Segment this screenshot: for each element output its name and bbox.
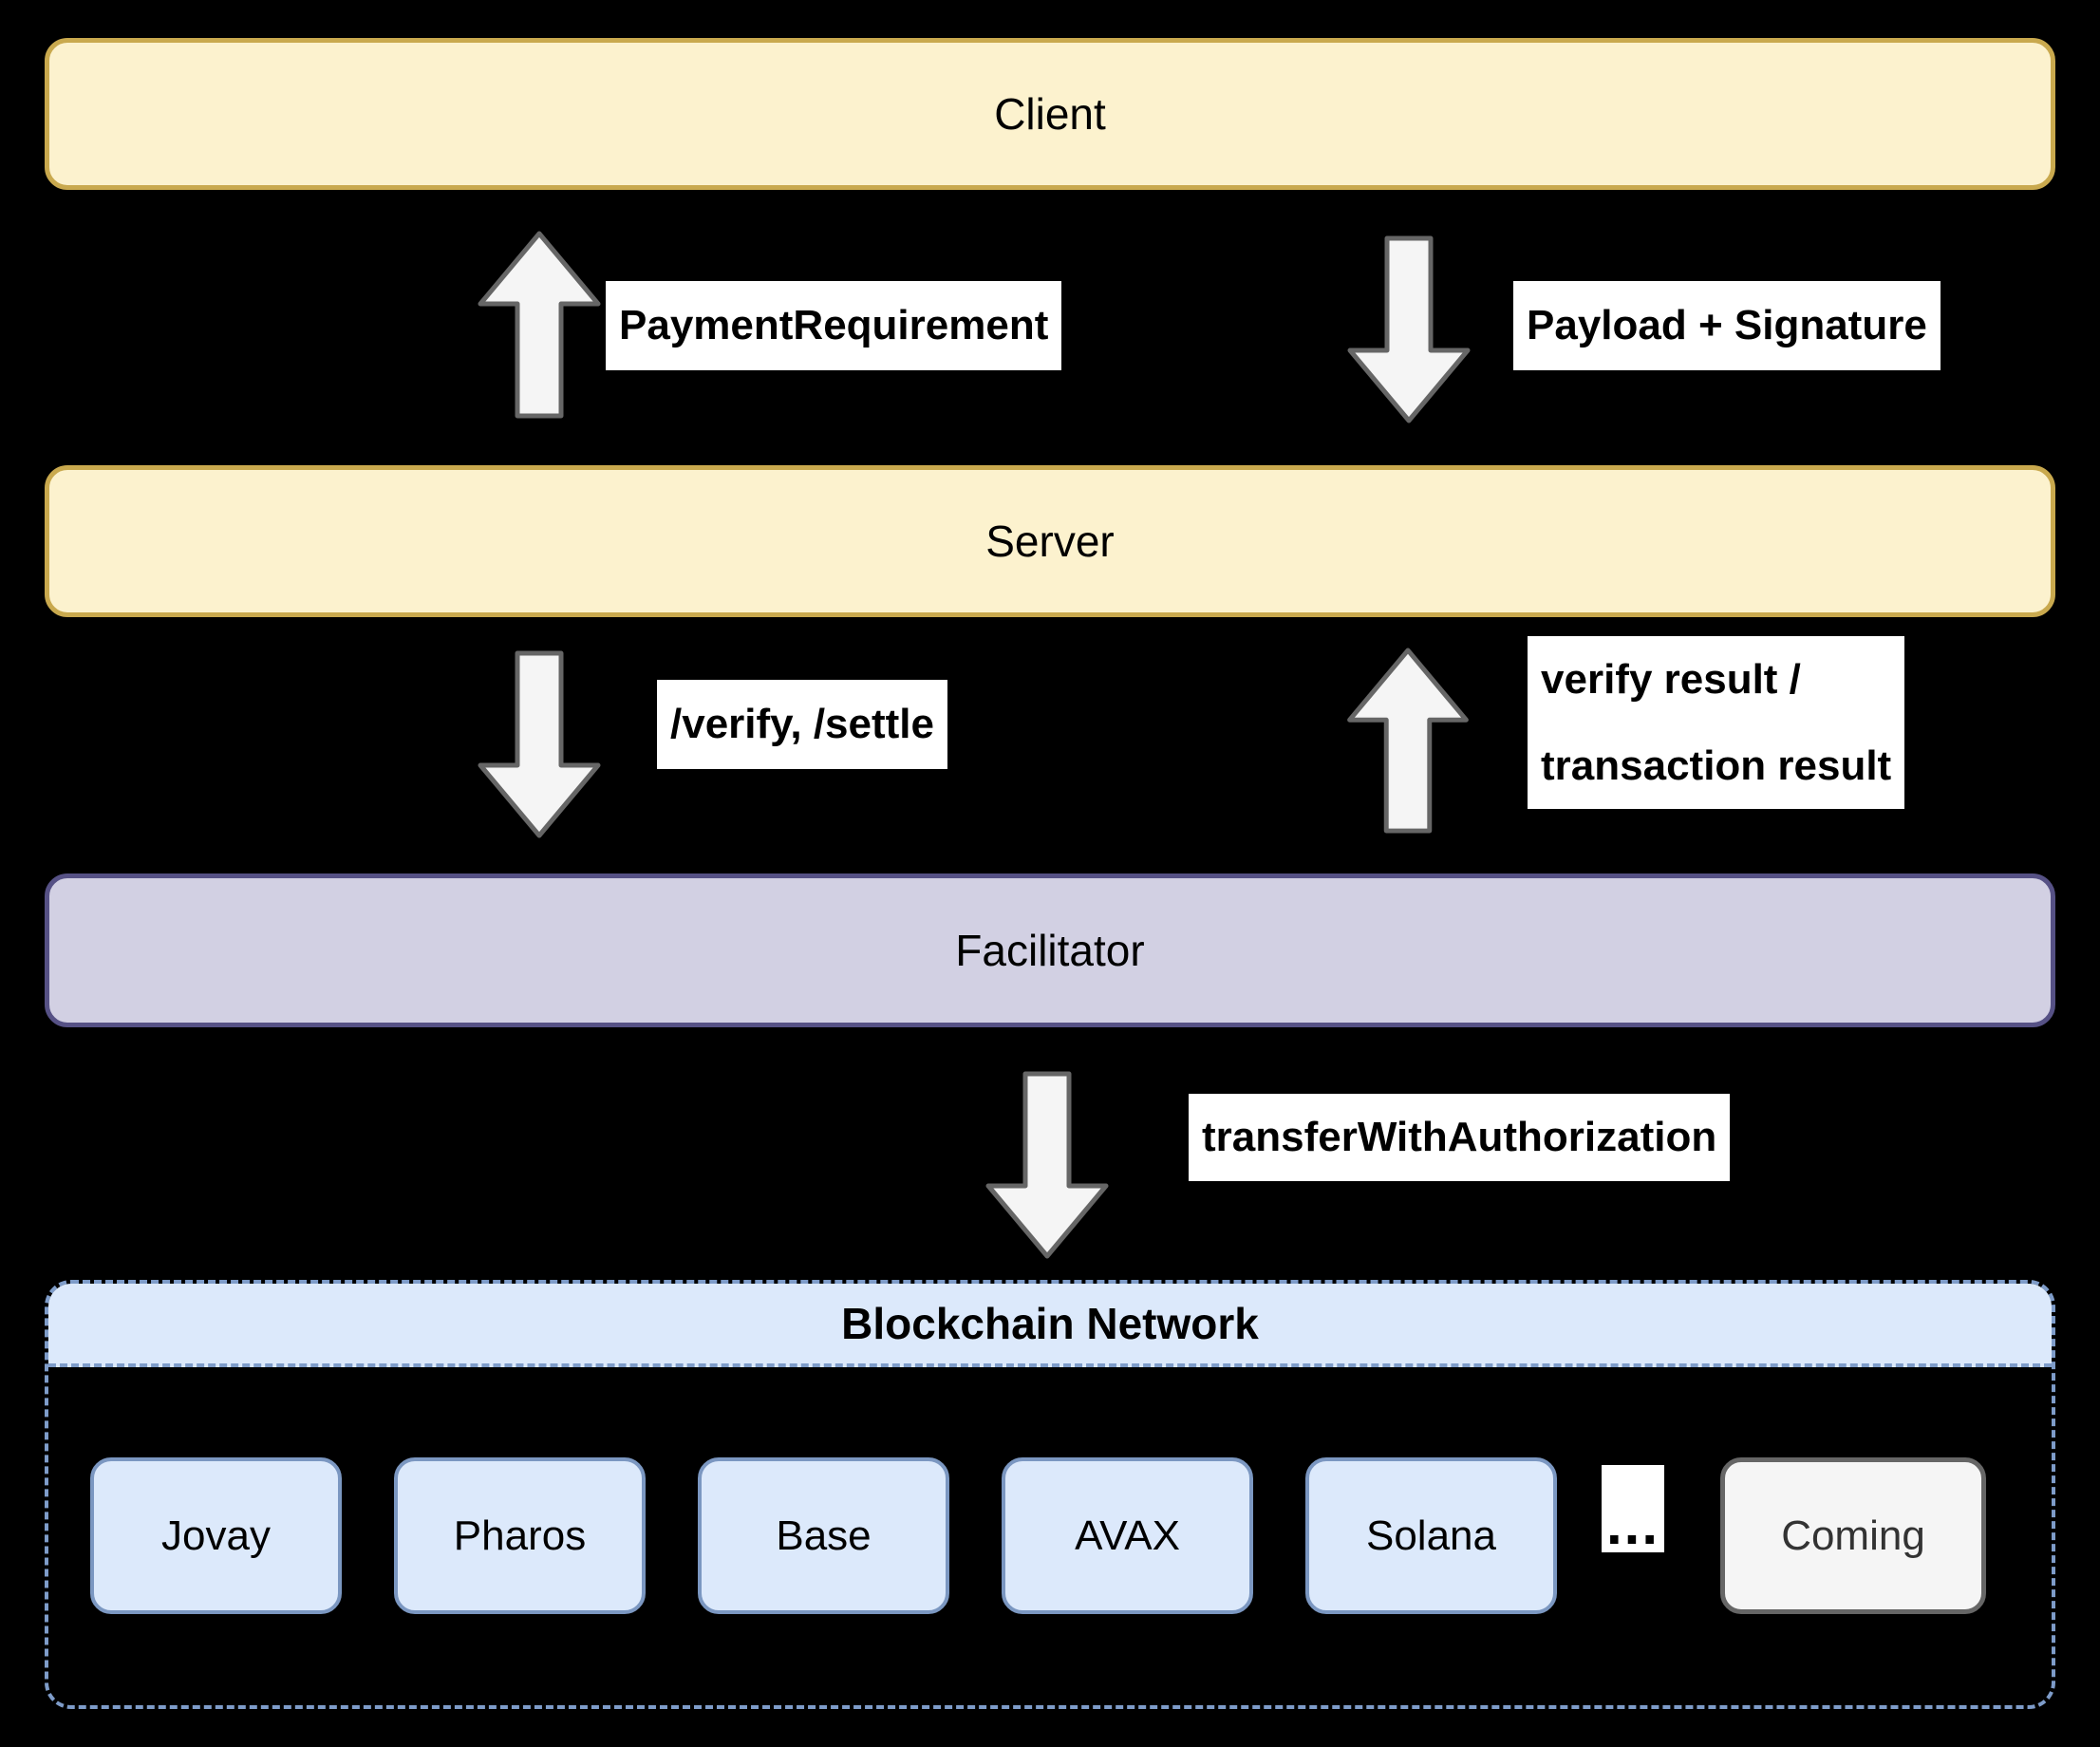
- edge-label-verify-transaction-result: verify result / transaction result: [1528, 636, 1905, 809]
- down-arrow-icon: [478, 650, 601, 838]
- node-server: Server: [45, 465, 2055, 617]
- node-server-label: Server: [985, 517, 1115, 566]
- down-arrow-icon: [985, 1071, 1109, 1259]
- down-arrow-icon: [1347, 235, 1471, 423]
- chain-box-solana: Solana: [1305, 1457, 1557, 1614]
- blockchain-network-title: Blockchain Network: [841, 1299, 1259, 1348]
- edge-label-transfer-with-authorization: transferWithAuthorization: [1189, 1094, 1731, 1181]
- chain-box-coming: Coming: [1720, 1457, 1986, 1614]
- more-chains-ellipsis: ...: [1602, 1465, 1664, 1553]
- chain-box-jovay: Jovay: [90, 1457, 342, 1614]
- blockchain-network-container: Blockchain Network: [45, 1280, 2055, 1709]
- chain-box-base: Base: [698, 1457, 949, 1614]
- node-client-label: Client: [994, 89, 1106, 139]
- node-facilitator-label: Facilitator: [955, 926, 1145, 975]
- node-client: Client: [45, 38, 2055, 190]
- blockchain-network-header: Blockchain Network: [48, 1284, 2052, 1367]
- edge-label-verify-settle: /verify, /settle: [657, 680, 947, 769]
- edge-label-payload-signature: Payload + Signature: [1513, 281, 1941, 370]
- node-facilitator: Facilitator: [45, 874, 2055, 1027]
- chain-box-pharos: Pharos: [394, 1457, 646, 1614]
- up-arrow-icon: [478, 231, 601, 419]
- edge-label-payment-requirement: PaymentRequirement: [606, 281, 1062, 370]
- chain-box-avax: AVAX: [1002, 1457, 1253, 1614]
- up-arrow-icon: [1347, 648, 1469, 834]
